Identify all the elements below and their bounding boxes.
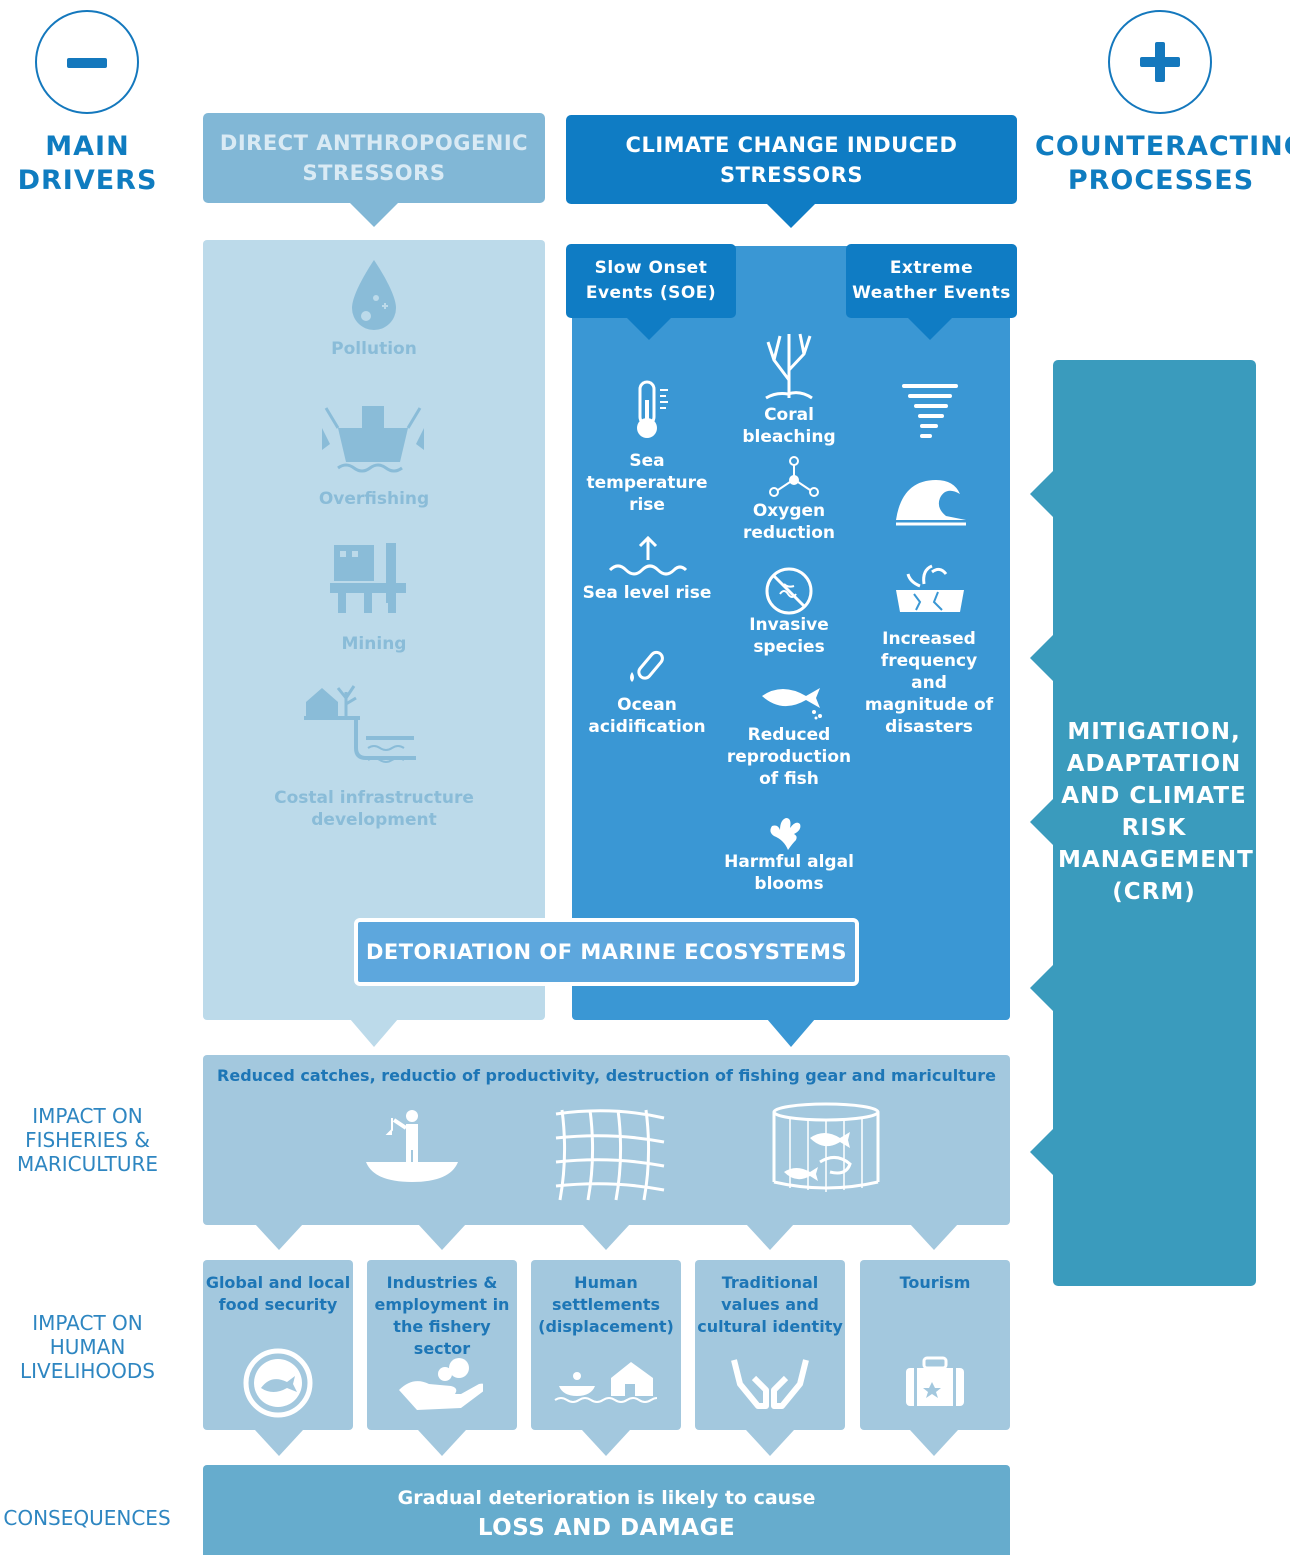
minus-circle bbox=[35, 10, 139, 114]
livelihood-box: Tourism bbox=[860, 1260, 1010, 1430]
drought-icon bbox=[894, 560, 966, 614]
plate-fish-icon bbox=[243, 1348, 313, 1418]
arrow bbox=[582, 1224, 630, 1250]
arrow bbox=[746, 1224, 794, 1250]
flood-house-icon bbox=[553, 1360, 657, 1404]
consequence-line2: LOSS AND DAMAGE bbox=[477, 1515, 736, 1541]
coastal-house-icon bbox=[300, 678, 424, 774]
counteracting-label: COUNTERACTING PROCESSES bbox=[1035, 131, 1290, 196]
plus-icon bbox=[1110, 12, 1210, 112]
coral-icon bbox=[760, 330, 818, 400]
mitigation-panel bbox=[1053, 360, 1256, 1286]
fisheries-impact-panel bbox=[203, 1055, 1010, 1225]
algae-icon bbox=[768, 808, 808, 852]
livelihood-box: Traditional values and cultural identity bbox=[695, 1260, 845, 1430]
arrow bbox=[1030, 1128, 1054, 1176]
fisheries-impact-text: Reduced catches, reductio of productivit… bbox=[217, 1066, 996, 1085]
extreme-weather-header: Extreme Weather Events bbox=[846, 244, 1017, 318]
arrow bbox=[350, 1019, 398, 1047]
livelihood-box: Global and local food security bbox=[203, 1260, 353, 1430]
soe-label: Reduced reproduction of fish bbox=[726, 725, 852, 789]
slow-onset-header: Slow Onset Events (SOE) bbox=[566, 244, 736, 318]
arrow bbox=[255, 1224, 303, 1250]
mitigation-label: MITIGATION, ADAPTATION AND CLIMATE RISK … bbox=[1058, 719, 1254, 905]
hand-coin-icon bbox=[397, 1356, 483, 1412]
caring-hands-icon bbox=[730, 1356, 810, 1412]
livelihood-label: Industries & employment in the fishery s… bbox=[374, 1273, 510, 1358]
consequences-label: CONSEQUENCES bbox=[3, 1506, 171, 1530]
stressor-label: Mining bbox=[341, 634, 407, 654]
livelihood-box: Human settlements (displacement) bbox=[531, 1260, 681, 1430]
soe-label: Oxygen reduction bbox=[743, 501, 835, 543]
soe-label: Ocean acidification bbox=[588, 695, 706, 737]
main-drivers-label: MAIN DRIVERS bbox=[17, 131, 158, 196]
arrow bbox=[418, 1430, 466, 1456]
soe-label: Invasive species bbox=[749, 615, 829, 657]
arrow bbox=[1030, 964, 1054, 1012]
stressor-label: Costal infrastructure development bbox=[274, 788, 474, 830]
wave-icon bbox=[892, 470, 968, 526]
deterioration-box: DETORIATION OF MARINE ECOSYSTEMS bbox=[354, 918, 859, 986]
sea-level-icon bbox=[606, 536, 690, 580]
stressor-label: Pollution bbox=[331, 339, 417, 359]
arrow bbox=[1030, 470, 1054, 518]
livelihood-label: Tourism bbox=[899, 1273, 971, 1292]
soe-label: Harmful algal blooms bbox=[724, 852, 854, 894]
livelihood-label: Traditional values and cultural identity bbox=[697, 1273, 843, 1336]
fishing-net-icon bbox=[552, 1106, 668, 1202]
test-tube-icon bbox=[624, 646, 672, 686]
plus-circle bbox=[1108, 10, 1212, 114]
soe-label: Sea temperature rise bbox=[586, 451, 708, 515]
arrow bbox=[910, 1430, 958, 1456]
bacteria-icon bbox=[764, 566, 814, 616]
soe-label: Sea level rise bbox=[582, 583, 712, 603]
arrow bbox=[418, 1224, 466, 1250]
water-drop-icon bbox=[348, 258, 400, 334]
consequence-line1: Gradual deterioration is likely to cause bbox=[397, 1487, 816, 1509]
minus-icon bbox=[67, 58, 107, 68]
direct-stressors-header: DIRECT ANTHROPOGENIC STRESSORS bbox=[203, 113, 545, 203]
livelihood-label: Human settlements (displacement) bbox=[538, 1273, 674, 1336]
fisherman-boat-icon bbox=[364, 1106, 460, 1186]
livelihood-box: Industries & employment in the fishery s… bbox=[367, 1260, 517, 1430]
arrow bbox=[1030, 634, 1054, 682]
arrow bbox=[350, 203, 398, 227]
impact-livelihoods-label: IMPACT ON HUMAN LIVELIHOODS bbox=[19, 1311, 156, 1383]
deterioration-label: DETORIATION OF MARINE ECOSYSTEMS bbox=[365, 940, 848, 964]
climate-stressors-header: CLIMATE CHANGE INDUCED STRESSORS bbox=[566, 115, 1017, 204]
extreme-label: Increased frequency and magnitude of dis… bbox=[864, 629, 994, 737]
arrow bbox=[627, 318, 671, 340]
consequences-panel: Gradual deterioration is likely to cause… bbox=[203, 1465, 1010, 1555]
arrow bbox=[582, 1430, 630, 1456]
molecule-icon bbox=[768, 456, 820, 498]
livelihood-label: Global and local food security bbox=[205, 1273, 351, 1314]
oil-rig-icon bbox=[330, 543, 410, 615]
arrow bbox=[910, 1224, 958, 1250]
arrow bbox=[767, 204, 815, 228]
trawler-icon bbox=[318, 398, 428, 482]
impact-fisheries-label: IMPACT ON FISHERIES & MARICULTURE bbox=[16, 1104, 159, 1176]
suitcase-icon bbox=[904, 1356, 966, 1408]
fish-icon bbox=[758, 682, 826, 722]
tornado-icon bbox=[900, 380, 960, 444]
thermometer-icon bbox=[632, 380, 672, 442]
climate-stressors-panel bbox=[572, 246, 1010, 1020]
direct-stressors-panel bbox=[203, 240, 545, 1020]
arrow bbox=[746, 1430, 794, 1456]
arrow bbox=[908, 318, 952, 340]
arrow bbox=[255, 1430, 303, 1456]
arrow bbox=[767, 1019, 815, 1047]
arrow bbox=[1030, 798, 1054, 846]
soe-label: Coral bleaching bbox=[742, 405, 836, 447]
fish-cage-icon bbox=[770, 1102, 882, 1194]
stressor-label: Overfishing bbox=[318, 489, 430, 509]
